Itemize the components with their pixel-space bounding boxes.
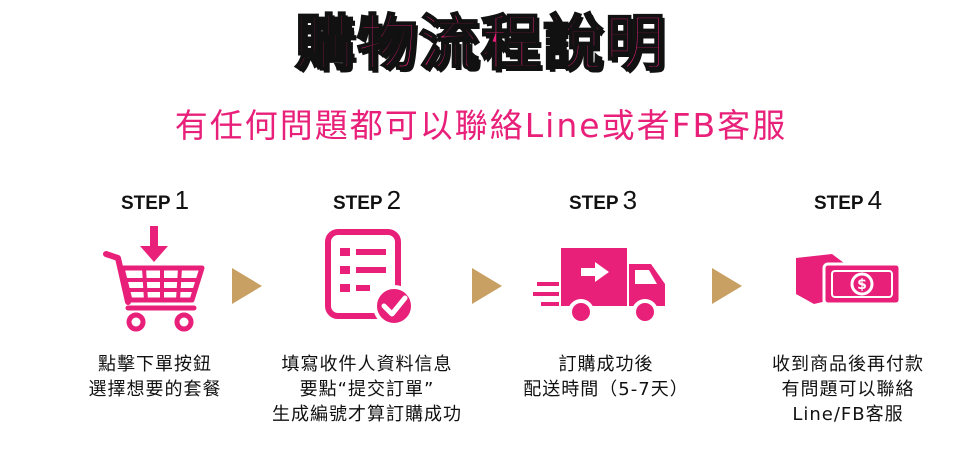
step-1-description: 點擊下單按鈕 選擇想要的套餐	[88, 354, 222, 400]
shopping-cart-icon	[40, 214, 270, 344]
delivery-truck-icon	[488, 214, 718, 344]
step-2-description: 填寫收件人資料信息 要點“提交訂單” 生成編號才算訂購成功	[272, 354, 462, 425]
svg-text:$: $	[857, 277, 867, 293]
step-arrow-2	[472, 268, 502, 304]
page-title: 購物流程說明	[294, 8, 667, 80]
payment-cash-icon: $	[733, 214, 962, 344]
page-subtitle: 有任何問題都可以聯絡Line或者FB客服	[174, 106, 788, 145]
step-arrow-1	[232, 268, 262, 304]
step-3-description: 訂購成功後 配送時間（5-7天）	[523, 354, 689, 400]
step-4-description: 收到商品後再付款 有問題可以聯絡 Line/FB客服	[772, 354, 924, 425]
step-arrow-3	[712, 268, 742, 304]
checklist-icon	[252, 214, 482, 344]
